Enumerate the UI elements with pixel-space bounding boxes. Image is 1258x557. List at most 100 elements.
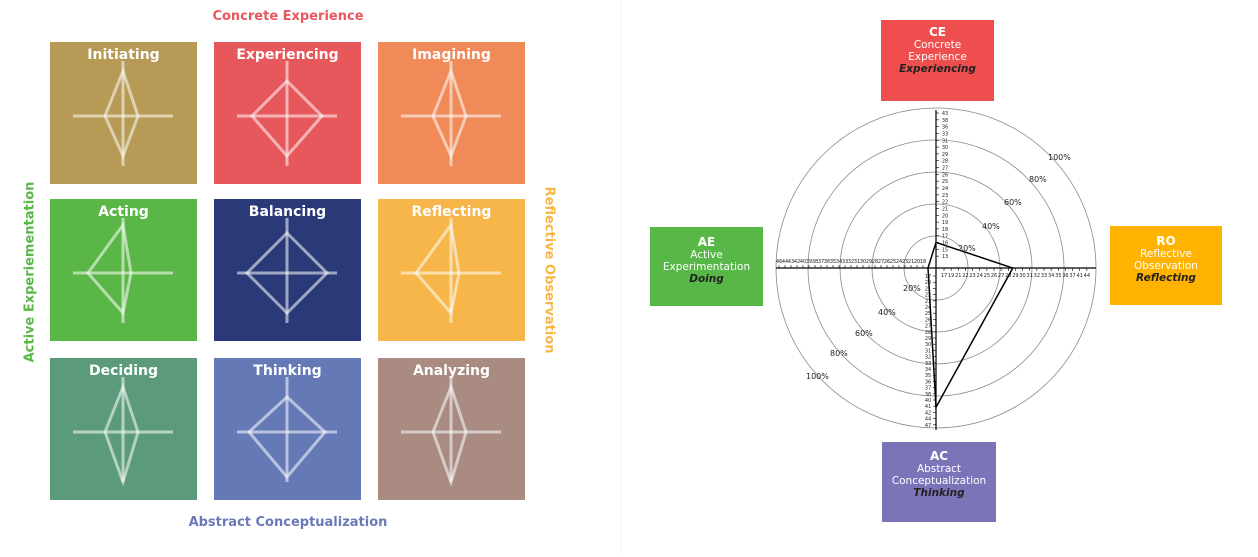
tick-label: 22 bbox=[925, 293, 931, 299]
tick-label: 19 bbox=[948, 273, 954, 279]
tick-label: 33 bbox=[842, 259, 848, 265]
tile-label: Reflecting bbox=[411, 204, 492, 220]
tick-label: 41 bbox=[1077, 273, 1083, 279]
tick-label: 26 bbox=[991, 273, 997, 279]
tile-label: Acting bbox=[98, 204, 149, 220]
tile-label: Deciding bbox=[88, 363, 159, 379]
learning-style-grid: Concrete Experience Abstract Conceptuali… bbox=[0, 0, 620, 553]
active-experimentation-box: AE Active Experimentation Doing bbox=[650, 227, 763, 306]
tick-label: 22 bbox=[962, 273, 968, 279]
percent-label-upper: 100% bbox=[1048, 153, 1071, 162]
divider bbox=[620, 0, 622, 553]
tick-label: 39 bbox=[806, 259, 812, 265]
ro-mode: Reflecting bbox=[1136, 272, 1196, 284]
tile-label: Analyzing bbox=[412, 363, 491, 379]
tick-label: 37 bbox=[818, 259, 824, 265]
learning-profile-kite bbox=[927, 241, 1014, 410]
tick-label: 42 bbox=[794, 259, 800, 265]
tick-label: 21 bbox=[955, 273, 961, 279]
tick-label: 28 bbox=[942, 159, 948, 165]
ac-icon: AC bbox=[929, 449, 949, 463]
tick-label: 25 bbox=[925, 311, 931, 317]
kite-icon bbox=[73, 377, 173, 487]
axis-title-bottom: Abstract Conceptualization bbox=[188, 515, 388, 530]
tick-label: 18 bbox=[920, 259, 926, 265]
tick-label: 13 bbox=[942, 254, 948, 260]
tick-label: 38 bbox=[812, 259, 818, 265]
tick-label: 28 bbox=[925, 330, 931, 336]
tick-label: 32 bbox=[925, 355, 931, 361]
tick-label: 19 bbox=[942, 220, 948, 226]
percent-label-upper: 80% bbox=[1029, 175, 1047, 184]
tick-label: 29 bbox=[1012, 273, 1018, 279]
kite-icon bbox=[401, 61, 501, 166]
kite-icon bbox=[73, 218, 173, 323]
tick-label: 31 bbox=[925, 348, 931, 354]
tick-label: 27 bbox=[878, 259, 884, 265]
kite-icon bbox=[401, 218, 501, 323]
tick-label: 16 bbox=[942, 241, 948, 247]
tick-label: 36 bbox=[1062, 273, 1068, 279]
tick-label: 24 bbox=[925, 305, 931, 311]
concrete-experience-box: CE Concrete Experience Experiencing bbox=[881, 20, 994, 101]
tick-label: 17 bbox=[942, 234, 948, 240]
tile-label: Experiencing bbox=[236, 47, 339, 63]
tick-label: 18 bbox=[942, 227, 948, 233]
tick-label: 38 bbox=[942, 118, 948, 124]
ac-mode: Thinking bbox=[913, 487, 965, 499]
percent-label-upper: 20% bbox=[958, 244, 976, 253]
tick-label: 31 bbox=[1027, 273, 1033, 279]
tick-label: 23 bbox=[925, 299, 931, 305]
tick-label: 21 bbox=[942, 206, 948, 212]
kite-icon bbox=[73, 61, 173, 166]
tile-label: Thinking bbox=[253, 363, 322, 379]
style-tile-deciding: Deciding bbox=[50, 358, 197, 500]
kite-icon bbox=[237, 377, 337, 482]
tick-label: 24 bbox=[896, 259, 902, 265]
ae-name-line2: Experimentation bbox=[662, 261, 751, 273]
tick-label: 44 bbox=[925, 417, 931, 423]
tick-label: 44 bbox=[1084, 273, 1090, 279]
tick-label: 30 bbox=[942, 145, 948, 151]
tick-label: 34 bbox=[836, 259, 842, 265]
ce-icon: CE bbox=[928, 25, 946, 39]
tick-label: 35 bbox=[925, 373, 931, 379]
tick-label: 38 bbox=[925, 392, 931, 398]
tick-label: 44 bbox=[782, 259, 788, 265]
tick-label: 24 bbox=[942, 186, 948, 192]
tick-label: 26 bbox=[925, 317, 931, 323]
tick-label: 23 bbox=[969, 273, 975, 279]
tick-label: 33 bbox=[925, 361, 931, 367]
tile-label: Balancing bbox=[248, 204, 327, 220]
tick-label: 43 bbox=[942, 111, 948, 117]
ae-icon: AE bbox=[697, 235, 716, 249]
percent-label-lower: 20% bbox=[903, 284, 921, 293]
reflective-observation-box: RO Reflective Observation Reflecting bbox=[1110, 226, 1222, 305]
tick-label: 37 bbox=[925, 386, 931, 392]
tick-label: 36 bbox=[824, 259, 830, 265]
tick-label: 21 bbox=[925, 286, 931, 292]
tick-label: 42 bbox=[925, 410, 931, 416]
tick-label: 35 bbox=[830, 259, 836, 265]
style-tile-acting: Acting bbox=[50, 199, 197, 341]
tick-label: 40 bbox=[925, 398, 931, 404]
tick-label: 29 bbox=[866, 259, 872, 265]
tick-label: 33 bbox=[1041, 273, 1047, 279]
kite-icon bbox=[237, 61, 337, 166]
tick-label: 46 bbox=[776, 259, 782, 265]
ro-icon: RO bbox=[1156, 234, 1176, 248]
tick-label: 31 bbox=[854, 259, 860, 265]
style-tile-reflecting: Reflecting bbox=[378, 199, 525, 341]
percent-label-upper: 40% bbox=[982, 222, 1000, 231]
ce-mode: Experiencing bbox=[899, 63, 976, 75]
tick-label: 31 bbox=[942, 138, 948, 144]
tick-label: 15 bbox=[942, 247, 948, 253]
tick-label: 25 bbox=[984, 273, 990, 279]
tick-label: 32 bbox=[848, 259, 854, 265]
tick-label: 26 bbox=[884, 259, 890, 265]
axis-title-right: Reflective Observation bbox=[541, 186, 557, 354]
tick-label: 26 bbox=[942, 172, 948, 178]
tick-label: 20 bbox=[942, 213, 948, 219]
tick-label: 34 bbox=[1048, 273, 1054, 279]
